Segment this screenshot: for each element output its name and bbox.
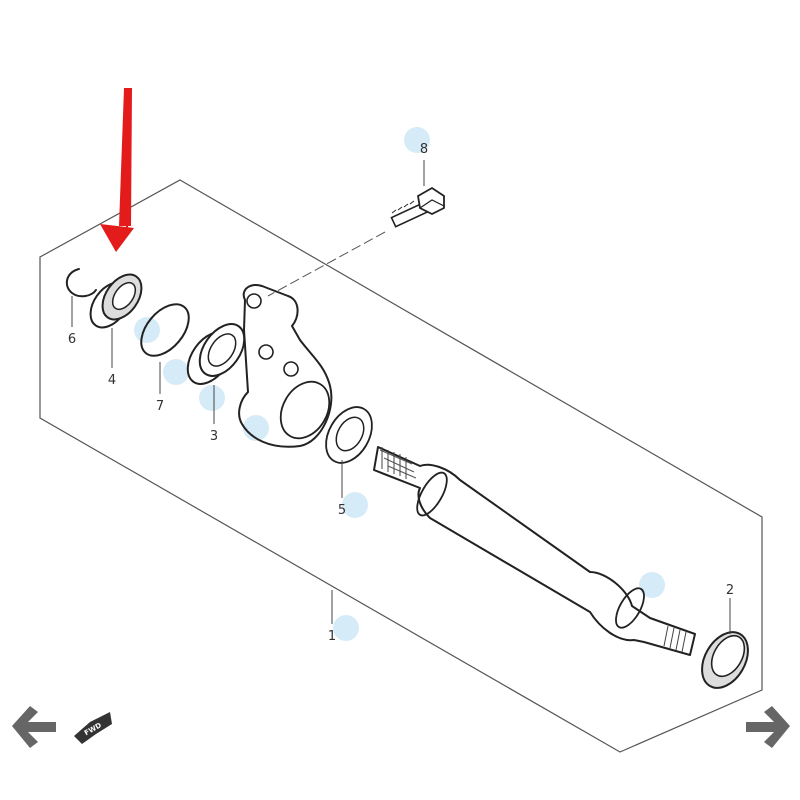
hotspot-8[interactable] (404, 127, 430, 153)
highlight-arrow-icon (100, 88, 134, 252)
callout-2: 2 (726, 583, 734, 598)
assembly-frame (39, 179, 763, 753)
callout-3: 3 (210, 429, 218, 444)
hotspot-shaft[interactable] (639, 572, 665, 598)
callout-7: 7 (156, 399, 164, 414)
drive-shaft-part (373, 446, 696, 656)
callout-8: 8 (420, 142, 428, 157)
hotspot-1[interactable] (333, 615, 359, 641)
hotspot-7[interactable] (134, 317, 160, 343)
hotspot-5[interactable] (342, 492, 368, 518)
bracket-part (238, 284, 333, 448)
callout-4: 4 (108, 373, 116, 388)
hotspot-3a[interactable] (163, 359, 189, 385)
washer-part (325, 406, 373, 464)
snap-ring-part (140, 303, 190, 357)
hotspot-3b[interactable] (199, 385, 225, 411)
bolt-alignment-line (267, 231, 386, 297)
callout-1: 1 (328, 629, 336, 644)
arrow-right-icon (746, 706, 790, 748)
prev-button[interactable] (12, 706, 56, 748)
arrow-left-icon (12, 706, 56, 748)
bolt-part (390, 186, 445, 228)
callout-6: 6 (68, 332, 76, 347)
fwd-indicator: FWD (74, 712, 112, 744)
callout-5: 5 (338, 503, 346, 518)
leader-lines (71, 160, 731, 634)
bearing-part (186, 323, 246, 385)
next-button[interactable] (746, 706, 790, 748)
end-seal-part (701, 631, 749, 689)
oil-seal-part (89, 273, 143, 329)
circlip-part (65, 268, 97, 298)
